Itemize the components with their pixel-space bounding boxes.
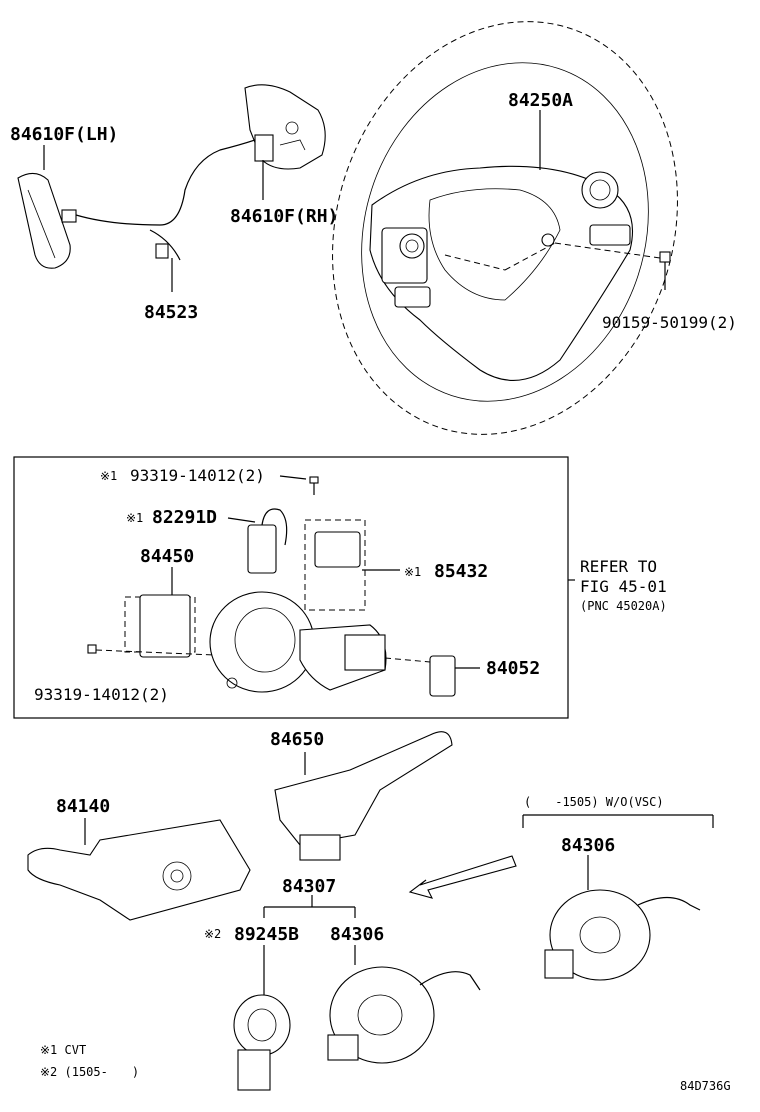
- label-90159: 90159-50199(2): [602, 313, 737, 332]
- label-84450: 84450: [140, 546, 194, 567]
- label-84650: 84650: [270, 729, 324, 750]
- label-84307: 84307: [282, 876, 336, 897]
- cap-84052: [384, 655, 480, 697]
- switch-84610F-RH: [244, 84, 326, 170]
- arrow-replacement: [408, 855, 517, 899]
- label-84306-a: 84306: [330, 924, 384, 945]
- bolt-90159: [659, 251, 671, 290]
- screw-93319-top: [279, 475, 319, 495]
- label-84306-b: 84306: [561, 835, 615, 856]
- wire-harness-84523: [75, 139, 256, 261]
- group-84307: [263, 895, 356, 918]
- refer-line-3: (PNC 45020A): [580, 599, 667, 613]
- label-93319-bottom: 93319-14012(2): [34, 685, 169, 704]
- label-84052: 84052: [486, 658, 540, 679]
- figure-code: 84D736G: [680, 1079, 731, 1093]
- headlamp-switch-84140: [27, 818, 251, 921]
- label-84523: 84523: [144, 302, 198, 323]
- switch-84610F-LH: [17, 172, 77, 269]
- screw-93319-bottom: [87, 644, 216, 656]
- refer-line-1: REFER TO: [580, 557, 657, 576]
- steering-wheel-84250A: [332, 21, 678, 435]
- label-93319-top: 93319-14012(2): [130, 466, 265, 485]
- spiral-cable-84306-a: [327, 945, 481, 1064]
- label-84250A: 84250A: [508, 90, 573, 111]
- switch-84450: [124, 567, 196, 658]
- footnote-2: ※2 (1505- ): [40, 1065, 139, 1079]
- label-84610F-RH: 84610F(RH): [230, 206, 338, 227]
- label-84610F-LH: 84610F(LH): [10, 124, 118, 145]
- mark-note1-85432: ※1: [404, 565, 421, 579]
- connector-82291D: [227, 508, 288, 574]
- wo-vsc-bracket: [522, 814, 714, 828]
- column-assembly: [209, 591, 387, 693]
- label-82291D: 82291D: [152, 507, 217, 528]
- mark-note1-82291D: ※1: [126, 511, 143, 525]
- label-85432: 85432: [434, 561, 488, 582]
- label-wo-vsc: ( -1505) W/O(VSC): [524, 795, 664, 809]
- footnote-1: ※1 CVT: [40, 1043, 86, 1057]
- refer-line-2: FIG 45-01: [580, 577, 667, 596]
- wiper-switch-84650: [274, 731, 453, 861]
- sensor-89245B: [233, 945, 291, 1091]
- label-84140: 84140: [56, 796, 110, 817]
- spiral-cable-84306-b: [544, 855, 701, 981]
- sensor-85432: [304, 519, 400, 611]
- mark-note1-top: ※1: [100, 469, 117, 483]
- sub-assembly-box: [13, 456, 569, 719]
- mark-note2: ※2: [204, 927, 221, 941]
- label-89245B: 89245B: [234, 924, 299, 945]
